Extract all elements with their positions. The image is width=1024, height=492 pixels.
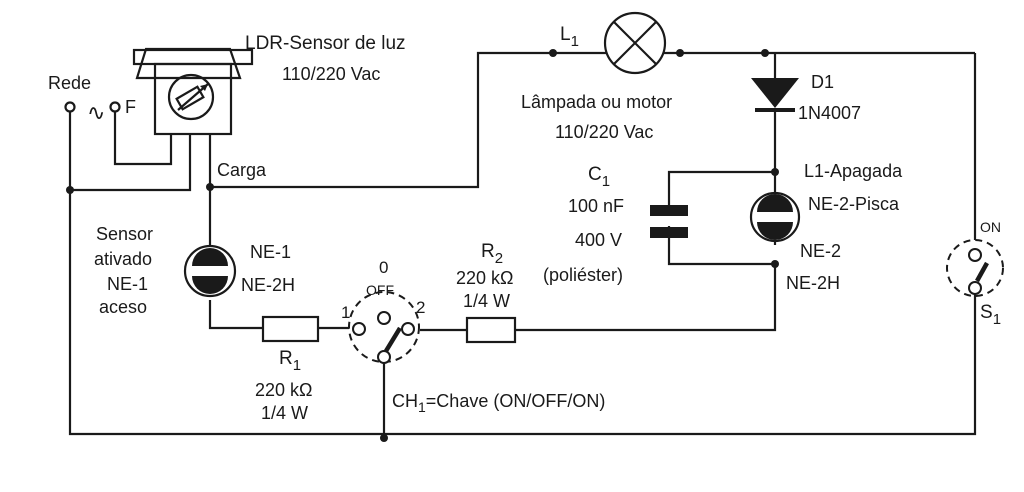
ldr-voltage: 110/220 Vac: [282, 64, 380, 84]
terminal-f: [109, 101, 121, 113]
r2-value: 220 kΩ: [456, 268, 514, 288]
ldr-title: LDR-Sensor de luz: [245, 33, 406, 54]
lamp-icon: [603, 11, 667, 75]
d1-label: D1: [811, 72, 834, 92]
ne1-label: NE-1: [250, 242, 291, 262]
switch-ch1-icon: [348, 291, 420, 364]
terminal-rede: [64, 101, 76, 113]
c1-label: C1: [588, 164, 610, 190]
neon-lamp-ne1-icon: [183, 244, 237, 298]
lamp-description: Lâmpada ou motor: [521, 92, 672, 112]
ch-position-2: 2: [416, 298, 425, 317]
ac-symbol-icon: ∿: [87, 100, 105, 125]
ldr-symbol-icon: [167, 73, 215, 121]
l1-label: L1: [560, 24, 579, 50]
r1-power: 1/4 W: [261, 403, 308, 423]
ldr-sensor: [132, 47, 254, 136]
s1-label: S1: [980, 302, 1001, 328]
ch-position-1: 1: [341, 303, 350, 322]
rede-label: Rede: [48, 73, 91, 93]
ne2-blink-label: NE-2-Pisca: [808, 194, 900, 214]
sensor-line-2: ativado: [94, 249, 152, 269]
carga-label: Carga: [217, 160, 267, 180]
ne2-label: NE-2: [800, 241, 841, 261]
r1-value: 220 kΩ: [255, 380, 313, 400]
r2-label: R2: [481, 241, 503, 267]
s1-on-label: ON: [980, 219, 1001, 235]
c1-type: (poliéster): [543, 265, 623, 285]
c1-value: 100 nF: [568, 196, 624, 216]
sensor-line-3: NE-1: [107, 274, 148, 294]
l1-off-label: L1-Apagada: [804, 161, 903, 181]
ne1-part: NE-2H: [241, 275, 295, 295]
sensor-line-4: aceso: [99, 297, 147, 317]
resistor-r2-icon: [465, 316, 517, 344]
c1-voltage: 400 V: [575, 230, 622, 250]
capacitor-icon: [650, 205, 688, 238]
ch-off-label: OFF: [366, 282, 394, 298]
ch1-label: CH1=Chave (ON/OFF/ON): [392, 391, 605, 415]
f-label: F: [125, 97, 136, 117]
lamp-voltage: 110/220 Vac: [555, 122, 653, 142]
diode-icon: [751, 78, 799, 112]
resistor-r1-icon: [261, 315, 320, 343]
neon-lamp-ne2-icon: [749, 191, 801, 243]
switch-s1-icon: [946, 239, 1004, 297]
r1-label: R1: [279, 348, 301, 374]
d1-part: 1N4007: [798, 103, 861, 123]
ne2-part: NE-2H: [786, 273, 840, 293]
sensor-line-1: Sensor: [96, 224, 153, 244]
junctions: [66, 49, 779, 442]
r2-power: 1/4 W: [463, 291, 510, 311]
ch-position-0: 0: [379, 258, 388, 277]
